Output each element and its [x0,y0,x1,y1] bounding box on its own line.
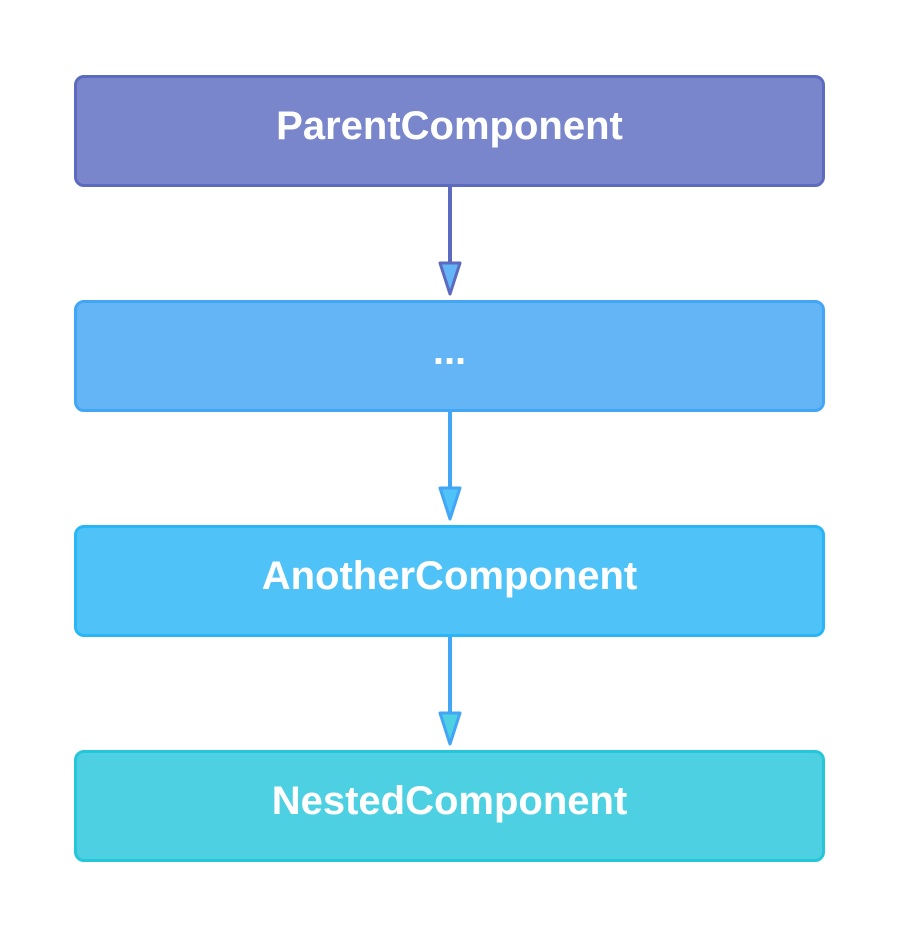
node-parent-component[interactable]: ParentComponent [74,75,825,187]
edge-another-to-nested [438,637,462,746]
arrowhead-icon [438,486,462,521]
node-label: ... [432,328,467,373]
node-label: ParentComponent [276,103,623,148]
edge-parent-to-ellipsis [438,187,462,296]
node-label: NestedComponent [271,778,628,823]
node-nested-component[interactable]: NestedComponent [74,750,825,862]
node-label: AnotherComponent [261,553,638,598]
arrowhead-icon [438,261,462,296]
arrowhead-icon [438,711,462,746]
node-ellipsis[interactable]: ... [74,300,825,412]
edge-ellipsis-to-another [438,412,462,521]
node-another-component[interactable]: AnotherComponent [74,525,825,637]
